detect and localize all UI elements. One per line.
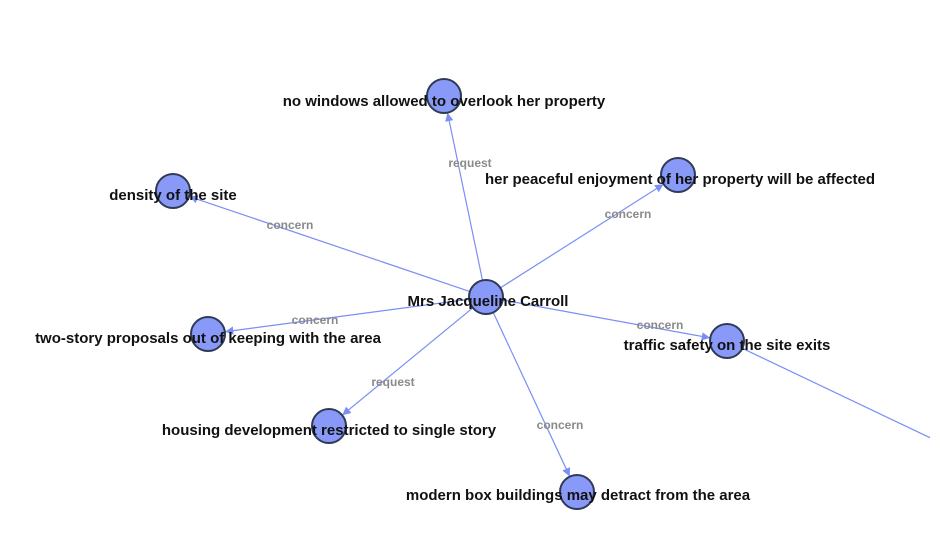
node-label-windows: no windows allowed to overlook her prope… <box>283 93 606 110</box>
edge-label-box: concern <box>537 418 584 432</box>
node-label-enjoyment: her peaceful enjoyment of her property w… <box>485 171 875 188</box>
node-density[interactable] <box>155 173 191 209</box>
node-label-box: modern box buildings may detract from th… <box>406 487 751 504</box>
edge-label-density: concern <box>267 218 314 232</box>
node-traffic[interactable] <box>709 323 745 359</box>
node-two-story[interactable] <box>190 316 226 352</box>
edge-center-to-windows <box>445 112 484 281</box>
node-label-single-story: housing development restricted to single… <box>162 422 497 439</box>
edge-center-to-enjoyment <box>500 184 664 289</box>
node-label-traffic: traffic safety on the site exits <box>624 337 831 354</box>
edge-labels-layer: request concern concern concern concern reque… <box>267 156 684 432</box>
node-label-two-story: two-story proposals out of keeping with … <box>35 330 382 347</box>
node-single-story[interactable] <box>311 408 347 444</box>
edge-center-to-density <box>189 195 471 293</box>
node-box[interactable] <box>559 474 595 510</box>
node-label-density: density of the site <box>109 187 237 204</box>
edge-label-enjoyment: concern <box>605 207 652 221</box>
edge-center-to-box <box>492 312 570 477</box>
edge-label-traffic: concern <box>637 318 684 332</box>
edge-label-single-story: request <box>371 375 414 389</box>
edge-traffic-to-offscreen <box>742 347 930 439</box>
node-windows[interactable] <box>426 78 462 114</box>
node-center[interactable] <box>468 279 504 315</box>
edge-label-windows: request <box>448 156 491 170</box>
nodes-layer <box>155 78 745 510</box>
edge-center-to-traffic <box>502 299 711 341</box>
node-label-center: Mrs Jacqueline Carroll <box>408 293 569 310</box>
edges-layer <box>189 112 930 477</box>
node-enjoyment[interactable] <box>660 157 696 193</box>
edge-center-to-two-story <box>225 298 470 335</box>
edge-label-two-story: concern <box>292 313 339 327</box>
node-labels-layer: Mrs Jacqueline Carroll no windows allowed… <box>35 93 875 504</box>
edge-center-to-single-story <box>342 307 474 416</box>
